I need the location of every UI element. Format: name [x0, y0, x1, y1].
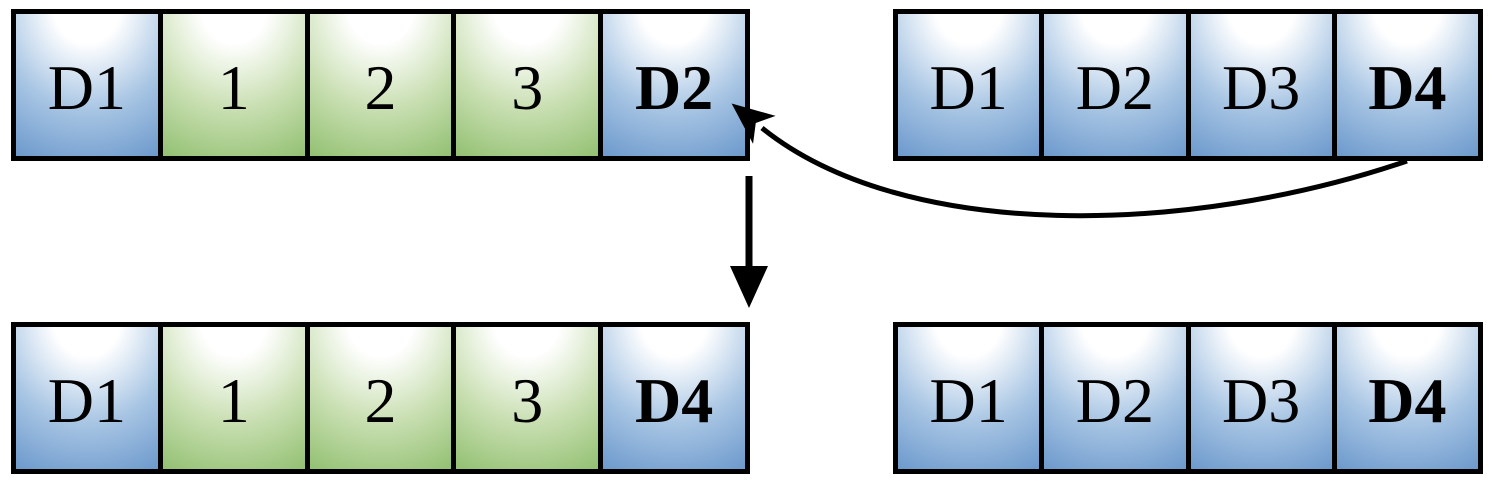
cell-bottom-left-0: D1	[16, 327, 158, 469]
cell-top-right-0: D1	[898, 14, 1040, 156]
cell-top-left-2: 2	[309, 14, 452, 156]
cell-label: D2	[634, 52, 714, 123]
cell-bottom-left-2: 2	[309, 327, 452, 469]
cell-label: 2	[364, 52, 397, 123]
array-top-left: D1 1 2 3 D2	[11, 9, 750, 161]
cell-bottom-right-0: D1	[898, 327, 1040, 469]
cell-label: D4	[1368, 52, 1447, 123]
cell-bottom-right-3: D4	[1336, 327, 1478, 469]
cell-label: D1	[929, 52, 1008, 123]
cell-top-left-0: D1	[16, 14, 158, 156]
cell-top-left-1: 1	[162, 14, 305, 156]
cell-bottom-left-1: 1	[162, 327, 305, 469]
cell-top-left-4: D2	[603, 14, 745, 156]
cell-label: 3	[511, 52, 544, 123]
cell-label: D1	[929, 365, 1008, 436]
cell-label: D3	[1222, 52, 1301, 123]
cell-bottom-left-3: 3	[456, 327, 599, 469]
cell-bottom-right-1: D2	[1044, 327, 1186, 469]
cell-label: D4	[634, 365, 714, 436]
cell-label: D1	[47, 52, 126, 123]
cell-label: D4	[1368, 365, 1447, 436]
cell-top-right-1: D2	[1044, 14, 1186, 156]
array-top-right: D1 D2 D3 D4	[893, 9, 1483, 161]
cell-label: D2	[1075, 52, 1154, 123]
cell-top-left-3: 3	[456, 14, 599, 156]
cell-bottom-right-2: D3	[1190, 327, 1332, 469]
cell-label: 1	[217, 52, 250, 123]
array-bottom-left: D1 1 2 3 D4	[11, 322, 750, 474]
cell-bottom-left-4: D4	[603, 327, 745, 469]
cell-label: D2	[1075, 365, 1154, 436]
cell-label: 1	[217, 365, 250, 436]
cell-label: D3	[1222, 365, 1301, 436]
cell-label: 2	[364, 365, 397, 436]
array-bottom-right: D1 D2 D3 D4	[893, 322, 1483, 474]
cell-label: 3	[511, 365, 544, 436]
cell-label: D1	[47, 365, 126, 436]
down-arrow	[730, 176, 768, 308]
cell-top-right-3: D4	[1336, 14, 1478, 156]
cell-top-right-2: D3	[1190, 14, 1332, 156]
